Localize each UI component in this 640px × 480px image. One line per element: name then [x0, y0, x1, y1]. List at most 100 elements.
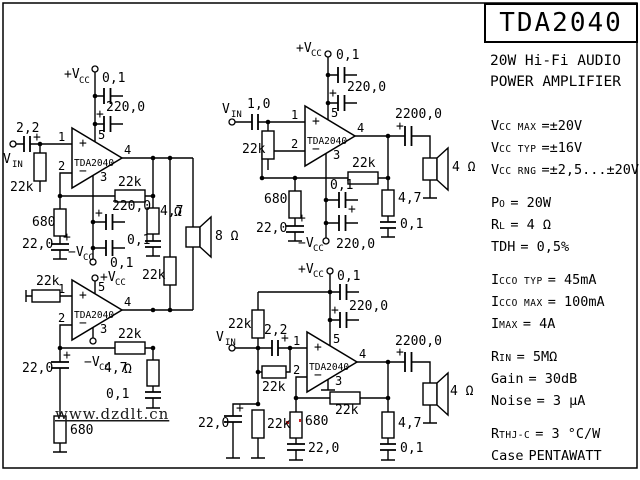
vcc-terminal	[326, 267, 334, 275]
ohm-label: Ω	[124, 362, 132, 377]
vin-label: V	[222, 102, 230, 117]
resistor-value-label: 22k	[242, 142, 266, 157]
spec-row: VCC TYP=±16V	[491, 137, 638, 159]
polarity-plus: +	[95, 206, 103, 221]
capacitor-value-label: 2200,0	[395, 334, 442, 349]
spec-symbol: R	[491, 426, 500, 442]
page-title: TDA2040	[499, 8, 623, 38]
resistor-value-label: 22k	[335, 403, 359, 418]
vcc-sub-label: CC	[311, 49, 322, 59]
capacitor-value-label: 2,2	[16, 121, 39, 136]
junction-dots	[37, 93, 173, 351]
feedback-resistor	[329, 391, 361, 405]
resistor-value-label: 4,7	[104, 361, 127, 376]
capacitor-value-label: 1,0	[247, 97, 270, 112]
capacitor-plates	[23, 88, 161, 399]
spec-subscript: CC MAX	[499, 122, 537, 133]
resistor-value-label: 22k	[228, 317, 252, 332]
neg-vcc-sub-label: CC	[83, 253, 94, 263]
vin-terminal	[9, 140, 17, 148]
subtitle-line-1: 20W Hi-Fi AUDIO	[490, 53, 621, 69]
polarity-plus: +	[63, 230, 71, 245]
vcc-sub-label: CC	[313, 270, 324, 280]
capacitor-plates	[251, 67, 413, 233]
polarity-plus: +	[396, 119, 404, 134]
gain-resistor	[53, 208, 67, 237]
spec-symbol: R	[491, 349, 500, 365]
spec-value: = 3 °C/W	[535, 426, 601, 442]
spec-subscript: CCO TYP	[499, 276, 543, 287]
bridge-resistor	[163, 256, 177, 286]
spec-symbol: Case	[491, 448, 524, 464]
capacitor-value-label: 0,1	[102, 71, 125, 86]
spec-row: PO= 20W	[491, 192, 638, 214]
capacitor-value-label: 0,1	[400, 217, 423, 232]
spec-row: VCC RNG=±2,5...±20V	[491, 159, 640, 181]
capacitor-value-label: 220,0	[112, 199, 151, 214]
resistor-value-label: 22k	[10, 180, 34, 195]
watermark: www.dzdlt.cn	[55, 405, 169, 423]
spec-value: =±2,5...±20V	[541, 162, 640, 178]
neg-vcc-label: −V	[84, 355, 100, 370]
input-parallel-resistor	[261, 365, 287, 379]
spec-row: ICCO TYP= 45mA	[491, 269, 638, 291]
spec-value: = 5MΩ	[516, 349, 558, 365]
speaker-impedance-label: 8 Ω	[215, 229, 239, 244]
feedback-resistor	[347, 171, 379, 185]
junction-dots	[259, 72, 391, 226]
spec-subscript: THJ-C	[499, 430, 531, 441]
spec-subscript: L	[499, 221, 506, 232]
gain-resistor-2	[53, 415, 67, 444]
capacitor-value-label: 2200,0	[395, 107, 442, 122]
single-supply-amplifier-circuit: +V CC 0,1 220,0 + 22k V IN 2,2 + 22k 22,…	[198, 262, 474, 461]
spec-symbol: I	[491, 294, 500, 310]
zobel-resistor	[381, 189, 395, 217]
spec-row: ICCO MAX= 100mA	[491, 291, 638, 313]
wires	[235, 57, 437, 242]
vcc-terminal	[91, 65, 99, 73]
title-box: TDA2040	[484, 3, 638, 43]
capacitor-value-label: 2,2	[264, 323, 287, 338]
speaker-icon	[422, 371, 449, 417]
page-frame	[2, 2, 638, 469]
vcc-terminal-2	[91, 274, 99, 282]
capacitor-value-label: 220,0	[349, 299, 388, 314]
vin-sub-label: IN	[231, 110, 242, 120]
spec-subscript: CCO MAX	[499, 298, 543, 309]
spec-row: Noise= 3 μA	[491, 390, 638, 412]
speaker-body	[185, 226, 201, 248]
capacitor-value-label: 0,1	[106, 387, 129, 402]
zobel-resistor	[381, 411, 395, 439]
spec-row: RL= 4 Ω	[491, 214, 638, 236]
input-resistor	[33, 152, 47, 182]
spec-symbol: TDH	[491, 239, 516, 255]
capacitor-value-label: 0,1	[400, 441, 423, 456]
vcc-terminal	[324, 50, 332, 58]
resistor-value-label: 680	[32, 215, 55, 230]
neg-vcc-sub-label: CC	[99, 363, 110, 373]
speaker-body	[422, 157, 438, 181]
speaker-body	[422, 382, 438, 406]
zobel-resistor	[146, 207, 160, 235]
capacitor-value-label: 220,0	[106, 100, 145, 115]
feedback-resistor	[114, 189, 146, 203]
spec-subscript: CC TYP	[499, 144, 537, 155]
polarity-plus: +	[63, 348, 71, 363]
bias-resistor-lower	[251, 409, 265, 439]
spec-symbol: P	[491, 195, 500, 211]
spec-subscript: CC RNG	[499, 166, 537, 177]
capacitor-value-label: 220,0	[336, 237, 375, 252]
neg-vcc-terminal-2	[89, 337, 97, 345]
spec-subscript: MAX	[499, 320, 518, 331]
bias-resistor	[251, 309, 265, 339]
spec-subscript: IN	[499, 353, 512, 364]
vcc-label: +V	[296, 41, 312, 56]
spec-row: TDH= 0,5%	[491, 236, 638, 258]
neg-vcc-label: −V	[68, 245, 84, 260]
resistor-value-label: 22k	[142, 268, 166, 283]
polarity-plus: +	[33, 130, 41, 145]
capacitor-value-label: 0,1	[110, 256, 133, 271]
